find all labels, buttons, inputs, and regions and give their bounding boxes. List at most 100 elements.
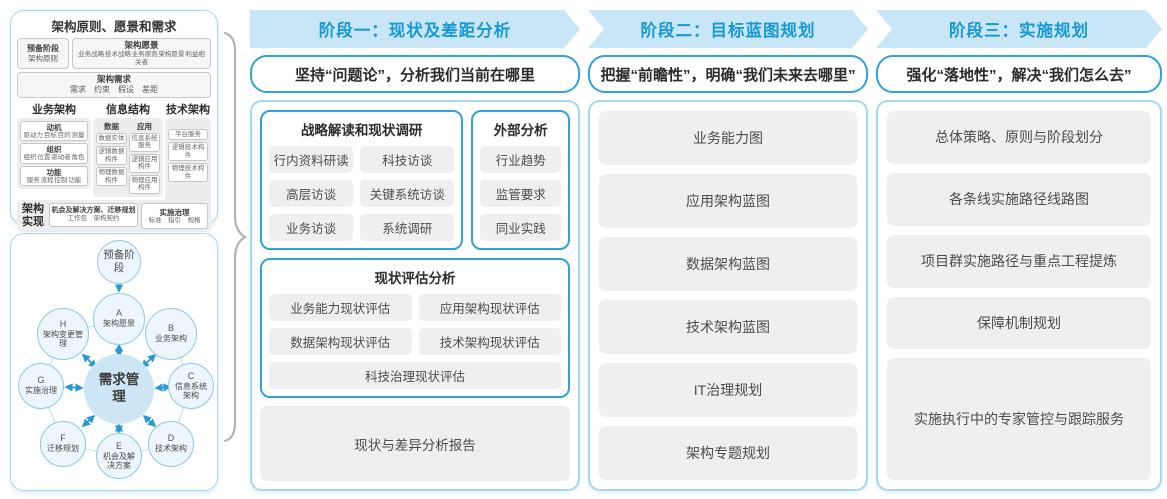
- data-item: 逻辑数据构件: [96, 146, 127, 166]
- organization-box: 组织 组织 位置 驱动者 角色: [20, 143, 88, 164]
- technology-architecture-group: 平台服务 逻辑技术构件 物理技术构件: [165, 117, 211, 214]
- node-id: A: [115, 308, 122, 319]
- application-item: 逻辑应用构件: [129, 153, 160, 173]
- phase-2-subtitle: 把握“前瞻性”，明确“我们未来去哪里”: [588, 55, 868, 93]
- requirements-title: 架构需求: [96, 74, 131, 85]
- adm-node-technology-architecture: D 技术架构: [148, 421, 194, 467]
- vision-items: 业务战略 技术战略 业务原则 架构愿景 利益相关者: [78, 51, 205, 67]
- requirements-items: 需求 约束 假设 差距: [70, 85, 158, 95]
- adm-node-opportunities-solutions: E 机会及解决方案: [96, 433, 142, 479]
- vision-title: 架构愿景: [124, 40, 159, 50]
- deliverable-box: 业务能力图: [599, 111, 857, 165]
- node-id: F: [60, 433, 66, 444]
- external-item: 同业实践: [480, 214, 561, 241]
- node-id: H: [59, 318, 67, 329]
- business-architecture-group: 动机 驱动力 目标 目的 测量 组织 组织 位置 驱动者 角色 功能 服务 流程…: [17, 117, 91, 190]
- motivation-title: 动机: [46, 122, 62, 132]
- node-id: G: [37, 375, 45, 386]
- function-box: 功能 服务 流程 控制 功能: [20, 165, 88, 187]
- information-structure-section: 信息结构 数据 数据实体 逻辑数据构件 物理数据构件 应用 信息系统服务 逻辑应…: [93, 101, 163, 197]
- adm-node-architecture-vision: A 架构愿景: [93, 293, 145, 345]
- adm-node-implementation-governance: G 实施治理: [18, 363, 64, 409]
- node-label: 技术架构: [155, 444, 187, 454]
- data-title: 数据: [104, 121, 119, 131]
- technology-item: 物理技术构件: [168, 163, 208, 183]
- phase-2-content: 业务能力图 应用架构蓝图 数据架构蓝图 技术架构蓝图 IT治理规划 架构专题规划: [588, 100, 868, 491]
- adm-node-information-systems-architecture: C 信息系统架构: [168, 363, 214, 409]
- phase-1-subtitle: 坚持“问题论”，分析我们当前在哪里: [250, 55, 580, 93]
- data-item: 物理数据构件: [96, 167, 127, 187]
- node-label: 信息系统架构: [175, 381, 207, 400]
- opportunity-migration-box: 机会及解决方案、迁移规划 工作包 架构契约: [49, 202, 139, 227]
- assessment-item: 业务能力现状评估: [269, 294, 412, 321]
- survey-items-grid: 行内资料研读 科技访谈 高层访谈 关键系统访谈 业务访谈 系统调研: [269, 146, 455, 241]
- data-column: 数据 数据实体 逻辑数据构件 物理数据构件: [96, 121, 127, 194]
- external-item: 监管要求: [480, 180, 561, 207]
- deliverable-box: 应用架构蓝图: [599, 174, 857, 228]
- strategy-survey-box: 战略解读和现状调研 行内资料研读 科技访谈 高层访谈 关键系统访谈 业务访谈 系…: [260, 110, 464, 250]
- architecture-principles-label: 架构原则: [28, 53, 58, 63]
- function-title: 功能: [46, 167, 62, 177]
- information-structure-group: 数据 数据实体 逻辑数据构件 物理数据构件 应用 信息系统服务 逻辑应用构件 物…: [93, 117, 163, 197]
- prep-phase-box: 预备阶段 架构原则: [17, 38, 69, 70]
- assessment-item: 科技治理现状评估: [269, 362, 561, 389]
- motivation-items: 驱动力 目标 目的 测量: [23, 131, 85, 139]
- survey-item: 关键系统访谈: [360, 180, 455, 207]
- phase-1-column: 阶段一：现状及差距分析 坚持“问题论”，分析我们当前在哪里 战略解读和现状调研 …: [250, 10, 580, 491]
- requirements-management-circle: 需求管理: [84, 354, 154, 424]
- gap-report-box: 现状与差异分析报告: [260, 406, 570, 481]
- phase-1-band: 阶段一：现状及差距分析: [250, 10, 580, 48]
- node-label: 业务架构: [155, 334, 187, 344]
- node-label: 架构愿景: [103, 319, 135, 329]
- phase-3-band: 阶段三：实施规划: [876, 10, 1162, 48]
- function-items: 服务 流程 控制 功能: [26, 176, 82, 184]
- node-id: D: [167, 433, 175, 444]
- deliverable-box: 实施执行中的专家管控与跟踪服务: [887, 358, 1151, 481]
- node-label: 机会及解决方案: [103, 451, 135, 470]
- prep-vision-row: 预备阶段 架构原则 架构愿景 业务战略 技术战略 业务原则 架构愿景 利益相关者: [17, 38, 211, 70]
- architecture-requirements-box: 架构需求 需求 约束 假设 差距: [17, 72, 211, 98]
- adm-node-migration-planning: F 迁移规划: [40, 421, 86, 467]
- technology-item: 逻辑技术构件: [168, 142, 208, 162]
- architecture-domains-row: 业务架构 动机 驱动力 目标 目的 测量 组织 组织 位置 驱动者 角色 功能 …: [17, 101, 211, 214]
- architecture-content-panel: 架构原则、愿景和需求 预备阶段 架构原则 架构愿景 业务战略 技术战略 业务原则…: [10, 10, 218, 232]
- panel-title: 架构原则、愿景和需求: [51, 20, 177, 34]
- survey-title: 战略解读和现状调研: [300, 123, 423, 138]
- governance-items: 标准 指引 规格: [148, 216, 201, 224]
- assessment-box: 现状评估分析 业务能力现状评估 应用架构现状评估 数据架构现状评估 技术架构现状…: [260, 258, 570, 398]
- technology-architecture-title: 技术架构: [166, 103, 210, 116]
- prep-phase-circle: 预备阶段: [97, 240, 141, 284]
- adm-node-architecture-change-management: H 架构变更管理: [37, 308, 89, 360]
- phase-1-content: 战略解读和现状调研 行内资料研读 科技访谈 高层访谈 关键系统访谈 业务访谈 系…: [250, 100, 580, 491]
- external-items-list: 行业趋势 监管要求 同业实践: [480, 146, 561, 241]
- adm-cycle-panel: 预备阶段 A 架构愿景 B 业务架构 C 信息系统架构 D 技术架构 E 机会及…: [10, 233, 218, 491]
- deliverable-box: 技术架构蓝图: [599, 300, 857, 354]
- node-id: B: [167, 323, 174, 334]
- phase-3-column: 阶段三：实施规划 强化“落地性”，解决“我们怎么去” 总体策略、原则与阶段划分 …: [876, 10, 1162, 491]
- deliverable-box: 各条线实施路径线路图: [887, 172, 1151, 226]
- data-item: 数据实体: [96, 132, 127, 145]
- survey-item: 科技访谈: [360, 146, 455, 173]
- deliverable-box: 数据架构蓝图: [599, 237, 857, 291]
- technology-item: 平台服务: [168, 128, 208, 141]
- opportunity-title: 机会及解决方案、迁移规划: [51, 206, 136, 214]
- node-id: C: [187, 370, 195, 381]
- assessment-item: 应用架构现状评估: [418, 294, 561, 321]
- implementation-governance-box: 实施治理 标准 指引 规格: [141, 202, 208, 229]
- survey-item: 系统调研: [360, 214, 455, 241]
- application-column: 应用 信息系统服务 逻辑应用构件 物理应用构件: [129, 121, 160, 194]
- information-structure-title: 信息结构: [106, 103, 150, 116]
- application-item: 物理应用构件: [129, 174, 160, 194]
- motivation-box: 动机 驱动力 目标 目的 测量: [20, 120, 88, 142]
- node-id: E: [115, 440, 122, 451]
- deliverable-box: 项目群实施路径与重点工程提炼: [887, 234, 1151, 288]
- architecture-vision-box: 架构愿景 业务战略 技术战略 业务原则 架构愿景 利益相关者: [72, 38, 211, 70]
- governance-title: 实施治理: [159, 207, 190, 217]
- deliverable-box: 保障机制规划: [887, 296, 1151, 350]
- deliverable-box: IT治理规划: [599, 363, 857, 417]
- application-item: 信息系统服务: [129, 132, 160, 152]
- survey-item: 高层访谈: [269, 180, 354, 207]
- phase-3-content: 总体策略、原则与阶段划分 各条线实施路径线路图 项目群实施路径与重点工程提炼 保…: [876, 100, 1162, 491]
- assessment-item: 技术架构现状评估: [418, 328, 561, 355]
